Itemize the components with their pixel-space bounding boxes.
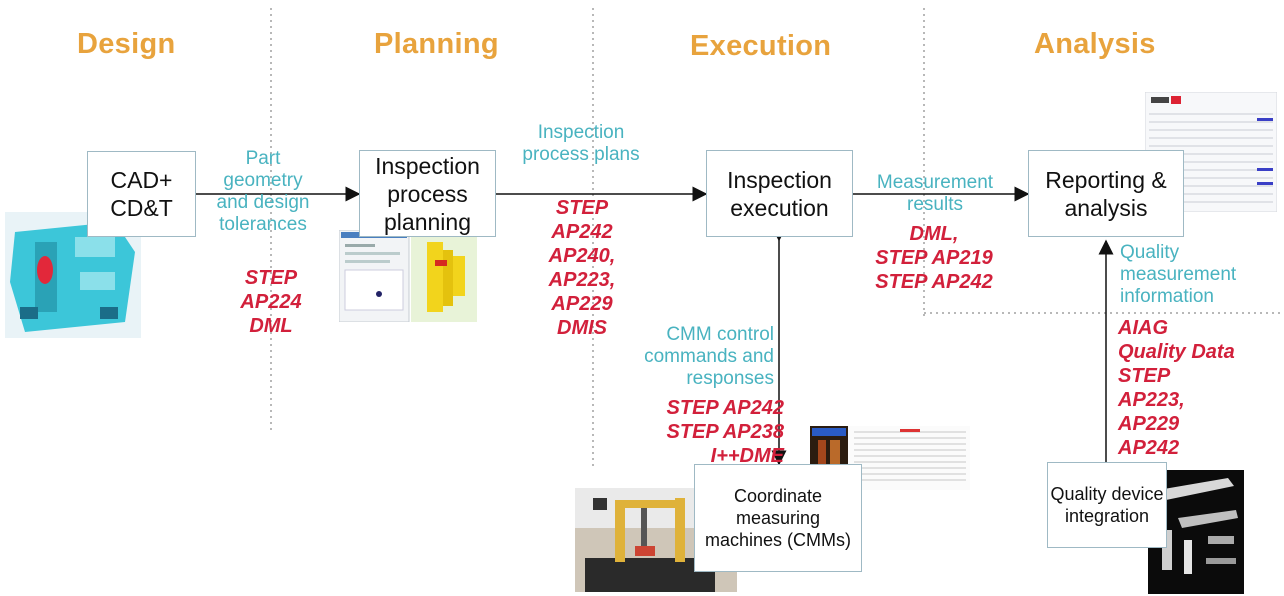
standard-item: AP242 — [1118, 437, 1180, 459]
standard-item: Quality Data — [1118, 341, 1235, 363]
phase-planning: Planning — [374, 28, 499, 60]
phase-design: Design — [77, 28, 176, 60]
cad-box: CAD+ CD&T — [87, 151, 196, 237]
flow-label-part-geometry: Part geometry and design tolerances — [216, 148, 310, 235]
standards-quality: AIAG Quality Data STEP AP223, AP229 AP24… — [1118, 316, 1278, 460]
standard-item: STEP — [244, 267, 298, 289]
standard-item: DMIS — [557, 317, 607, 339]
standards-design-planning: STEP AP224 DML — [208, 266, 334, 338]
standard-item: STEP — [1118, 365, 1171, 387]
standard-item: AP229 — [1118, 413, 1180, 435]
standard-item: AIAG — [1118, 317, 1168, 339]
flow-label-measurement-results: Measurement results — [876, 172, 994, 215]
standard-item: AP223, — [1118, 389, 1185, 411]
standard-item: AP223, — [548, 269, 616, 291]
standards-execution-reporting: DML, STEP AP219 STEP AP242 — [850, 222, 1018, 294]
standard-item: AP229 — [551, 293, 613, 315]
standard-item: AP242 — [551, 221, 613, 243]
cmm-box: Coordinate measuring machines (CMMs) — [694, 464, 862, 572]
standard-item: AP224 — [240, 291, 302, 313]
phase-analysis: Analysis — [1034, 28, 1156, 60]
standard-item: STEP AP242 — [666, 397, 784, 419]
flow-label-quality-info: Quality measurement information — [1120, 242, 1237, 307]
standard-item: AP240, — [548, 245, 616, 267]
inspection-planning-box: Inspection process planning — [359, 150, 496, 237]
standard-item: STEP AP238 — [666, 421, 784, 443]
quality-device-box: Quality device integration — [1047, 462, 1167, 548]
standards-cmm: STEP AP242 STEP AP238 I++DME — [616, 396, 784, 468]
standard-item: DML, — [909, 223, 959, 245]
flow-label-inspection-plans: Inspection process plans — [522, 122, 640, 165]
standard-item: STEP — [555, 197, 609, 219]
phase-execution: Execution — [690, 30, 832, 62]
standard-item: STEP AP219 — [875, 247, 993, 269]
standard-item: STEP AP242 — [875, 271, 993, 293]
standards-planning-execution: STEP AP242 AP240, AP223, AP229 DMIS — [520, 196, 644, 340]
reporting-analysis-box: Reporting & analysis — [1028, 150, 1184, 237]
inspection-execution-box: Inspection execution — [706, 150, 853, 237]
flow-label-cmm-commands: CMM control commands and responses — [644, 324, 774, 389]
standard-item: I++DME — [710, 445, 784, 467]
planning-software-image — [339, 230, 477, 322]
standard-item: DML — [249, 315, 293, 337]
